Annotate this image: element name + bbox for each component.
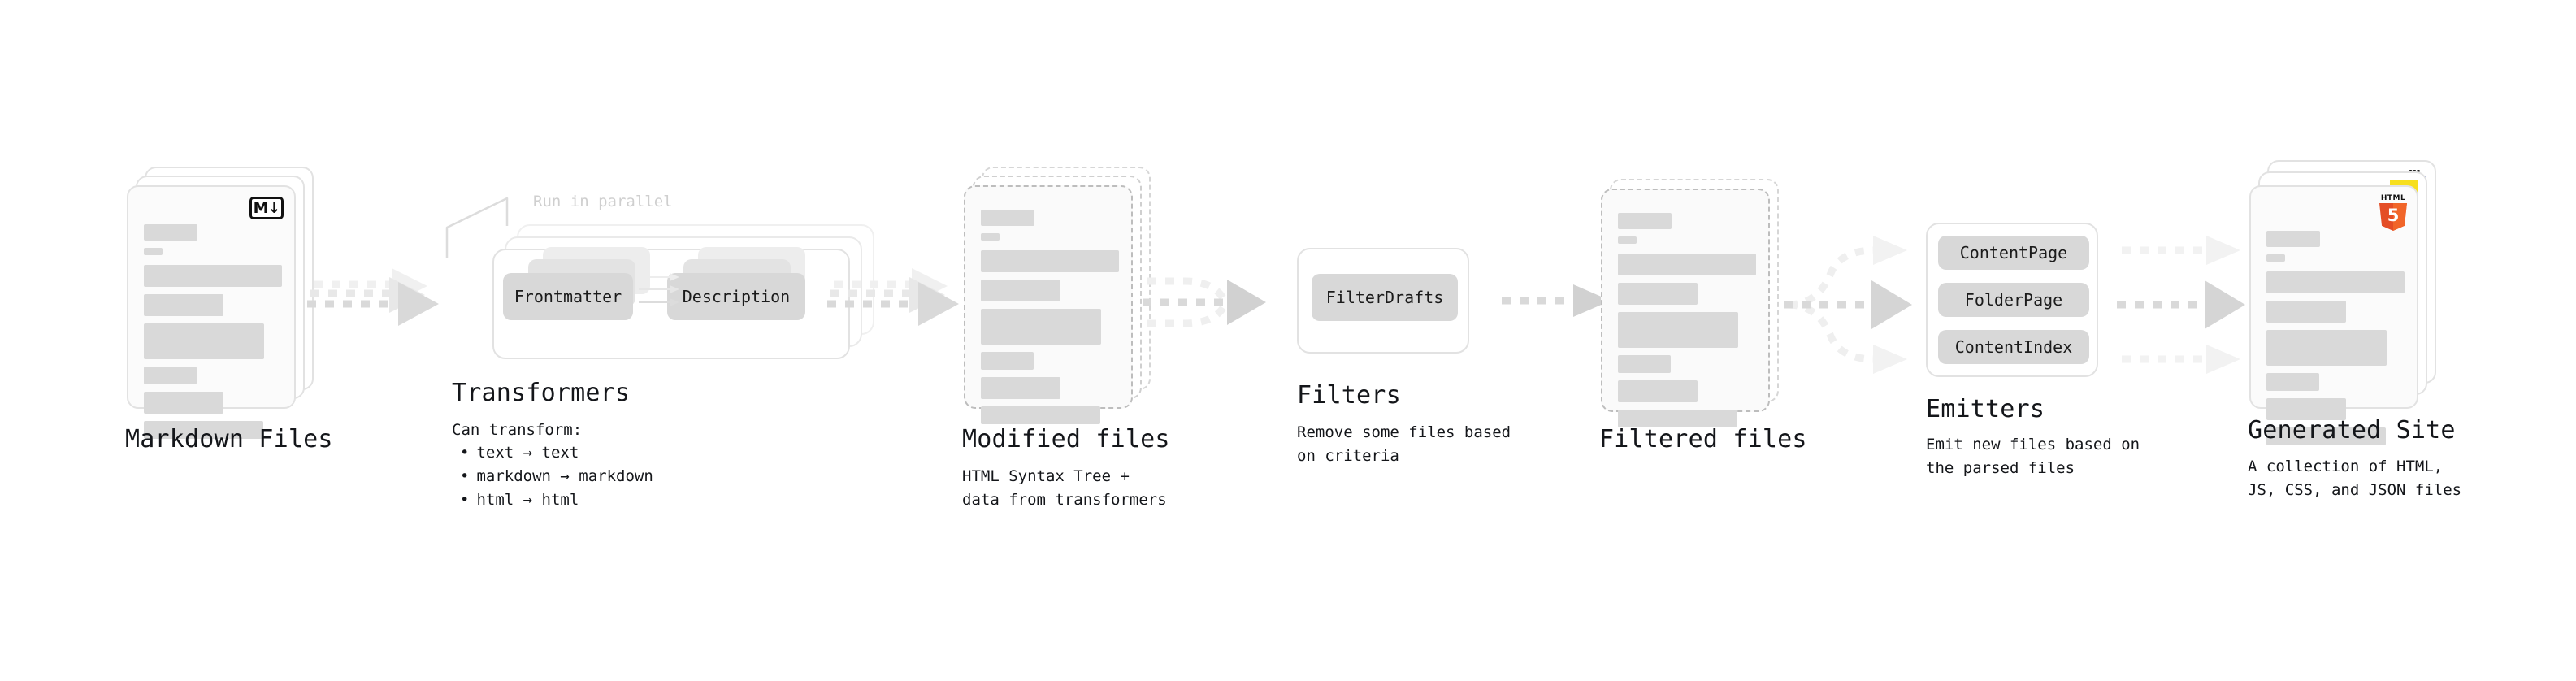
filter-chip-filterdrafts[interactable]: FilterDrafts	[1312, 274, 1458, 321]
connector-filters-to-filtered	[1502, 284, 1620, 333]
modified-file-skeleton	[981, 210, 1119, 432]
run-in-parallel-label: Run in parallel	[533, 193, 673, 210]
connector-transformers-to-modified	[827, 268, 965, 349]
stage-desc-emitters: Emit new files based on the parsed files	[1926, 436, 2140, 477]
emitter-chip-contentindex[interactable]: ContentIndex	[1938, 330, 2089, 364]
markdown-file-card-front: M↓	[127, 185, 296, 439]
stage-title-generated-site: Generated Site	[2248, 416, 2456, 445]
html5-icon-shield: 5	[2379, 203, 2407, 231]
transformer-chip-description[interactable]: Description	[667, 273, 805, 320]
site-file-skeleton	[2266, 231, 2405, 453]
transformers-bullet-markdown: markdown → markdown	[460, 465, 653, 488]
stage-desc-filters: Remove some files based on criteria	[1297, 423, 1511, 465]
filters-group-box: FilterDrafts	[1297, 248, 1469, 354]
html5-icon-label: HTML	[2380, 194, 2406, 202]
stage-title-filtered-files: Filtered files	[1599, 425, 1807, 453]
transformers-bullet-html: html → html	[460, 488, 653, 512]
modified-file-card-front	[964, 185, 1133, 424]
transformers-group-front: Frontmatter Description	[492, 247, 850, 359]
stage-title-filters: Filters	[1297, 381, 1401, 410]
stage-title-transformers: Transformers	[452, 379, 631, 407]
filtered-file-skeleton	[1618, 213, 1756, 435]
connector-modified-to-filters	[1138, 260, 1284, 358]
connector-emitters-to-site	[2117, 236, 2263, 374]
stage-title-modified-files: Modified files	[962, 425, 1170, 453]
emitters-group-box: ContentPage FolderPage ContentIndex	[1926, 223, 2098, 377]
site-file-card-front: HTML 5	[2249, 185, 2418, 445]
stage-title-markdown-files: Markdown Files	[125, 425, 333, 453]
transformer-inner-arrows	[639, 265, 683, 322]
filtered-file-card-front	[1601, 189, 1770, 427]
emitter-chip-contentpage[interactable]: ContentPage	[1938, 236, 2089, 270]
run-in-parallel-bracket	[439, 192, 544, 258]
html5-icon-number: 5	[2387, 205, 2400, 225]
connector-filtered-to-emitters	[1784, 236, 1930, 374]
connector-md-to-transformers	[307, 268, 445, 349]
markdown-icon: M↓	[249, 197, 284, 219]
transformer-chip-frontmatter[interactable]: Frontmatter	[503, 273, 633, 320]
stage-desc-generated-site: A collection of HTML, JS, CSS, and JSON …	[2248, 458, 2462, 499]
stage-title-emitters: Emitters	[1926, 395, 2045, 423]
html5-icon: HTML 5	[2379, 195, 2408, 231]
transformers-bullet-text: text → text	[460, 441, 653, 465]
stage-desc-modified-files: HTML Syntax Tree + data from transformer…	[962, 467, 1167, 509]
markdown-file-skeleton	[144, 224, 282, 446]
transformers-bullet-list: text → text markdown → markdown html → h…	[460, 441, 653, 512]
transformers-desc-intro: Can transform:	[452, 421, 583, 439]
emitter-chip-folderpage[interactable]: FolderPage	[1938, 283, 2089, 317]
